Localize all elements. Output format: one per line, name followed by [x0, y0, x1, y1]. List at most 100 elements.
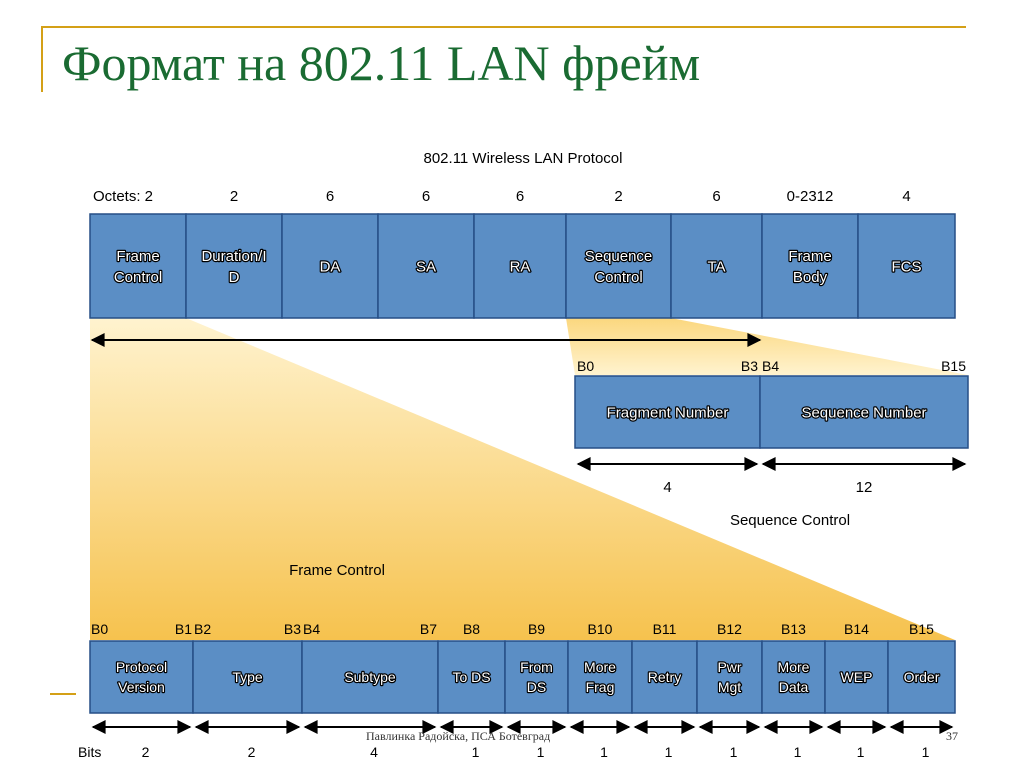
- fc-bit-label: B11: [653, 621, 677, 637]
- fc-field-6: [631, 640, 698, 714]
- frame-control-expansion-fan: [90, 318, 955, 640]
- main-field-label: RA: [510, 258, 531, 275]
- accent-line-vertical: [41, 26, 43, 92]
- octet-size-label: 6: [516, 188, 524, 205]
- fc-size: 1: [537, 744, 545, 760]
- fc-field-8: [761, 640, 826, 714]
- fc-bit-label: B8: [463, 621, 480, 637]
- fc-bit-right: B7: [420, 621, 437, 637]
- seq-bit-left: B4: [762, 358, 779, 374]
- main-field-4: [473, 213, 567, 319]
- main-field-label: SA: [416, 258, 436, 275]
- seq-field-label: Sequence Number: [801, 404, 926, 421]
- fc-size: 1: [730, 744, 738, 760]
- fc-bit-label: B15: [909, 621, 934, 637]
- sequence-control-expansion-fan: [566, 318, 968, 375]
- seq-bit-right: B3: [741, 358, 758, 374]
- main-field-label: Body: [793, 269, 828, 286]
- fc-field-label: DS: [527, 679, 546, 695]
- fc-field-label: More: [584, 659, 616, 675]
- accent-line-footer: [50, 693, 76, 695]
- seq-field-1: [759, 375, 969, 449]
- main-field-label: Control: [114, 269, 162, 286]
- fc-field-label: Order: [904, 669, 940, 685]
- main-field-label: Frame: [788, 248, 831, 265]
- fc-field-label: Version: [118, 679, 165, 695]
- octet-size-label: 6: [326, 188, 334, 205]
- main-field-5: [565, 213, 672, 319]
- octet-size-label: 0-2312: [787, 188, 834, 205]
- fc-size: 1: [665, 744, 673, 760]
- main-field-8: [857, 213, 956, 319]
- fc-bit-left: B0: [91, 621, 108, 637]
- fc-bit-label: B13: [781, 621, 806, 637]
- octet-size-label: 6: [422, 188, 430, 205]
- accent-line-horizontal: [41, 26, 966, 28]
- fc-field-10: [887, 640, 956, 714]
- main-field-label: Sequence: [585, 248, 653, 265]
- slide-footer: Павлинка Радойска, ПСА Ботевград: [366, 729, 551, 743]
- fc-bit-left: B2: [194, 621, 211, 637]
- seq-caption: Sequence Control: [730, 512, 850, 529]
- fc-field-label: Retry: [648, 669, 681, 685]
- fc-field-label: Data: [779, 679, 809, 695]
- octet-size-label: 6: [712, 188, 720, 205]
- main-field-label: Frame: [116, 248, 159, 265]
- fc-field-label: Subtype: [344, 669, 396, 685]
- main-field-7: [761, 213, 859, 319]
- main-field-label: Duration/I: [201, 248, 266, 265]
- main-field-3: [377, 213, 475, 319]
- page-number: 37: [946, 729, 958, 743]
- main-field-0: [89, 213, 187, 319]
- seq-field-label: Fragment Number: [607, 404, 729, 421]
- fc-field-9: [824, 640, 889, 714]
- fc-size: 2: [142, 744, 150, 760]
- octet-size-label: Octets: 2: [93, 188, 153, 205]
- fc-field-label: Frag: [586, 679, 615, 695]
- fc-bit-label: B9: [528, 621, 545, 637]
- seq-bit-left: B0: [577, 358, 594, 374]
- fc-field-4: [504, 640, 569, 714]
- fc-size: 1: [857, 744, 865, 760]
- fc-field-label: WEP: [841, 669, 873, 685]
- seq-size: 12: [856, 479, 873, 496]
- fc-field-5: [567, 640, 633, 714]
- main-field-1: [185, 213, 283, 319]
- octet-size-label: 2: [230, 188, 238, 205]
- slide-title: Формат на 802.11 LAN фрейм: [62, 35, 701, 91]
- fc-size: 4: [370, 744, 378, 760]
- seq-field-0: [574, 375, 761, 449]
- fc-bit-label: B12: [717, 621, 742, 637]
- fc-field-label: Type: [232, 669, 263, 685]
- main-field-label: D: [229, 269, 240, 286]
- seq-size: 4: [663, 479, 671, 496]
- fc-size: 1: [794, 744, 802, 760]
- fc-caption: Frame Control: [289, 562, 385, 579]
- fc-field-1: [192, 640, 303, 714]
- octet-size-label: 4: [902, 188, 910, 205]
- seq-bit-right: B15: [941, 358, 966, 374]
- fc-bit-right: B3: [284, 621, 301, 637]
- fc-field-label: Pwr: [717, 659, 741, 675]
- fc-field-label: Protocol: [116, 659, 167, 675]
- fc-field-label: To DS: [452, 669, 490, 685]
- fc-size: 1: [472, 744, 480, 760]
- octet-size-label: 2: [614, 188, 622, 205]
- fc-field-0: [89, 640, 194, 714]
- fc-field-3: [437, 640, 506, 714]
- fc-field-label: More: [778, 659, 810, 675]
- main-field-label: DA: [320, 258, 341, 275]
- main-field-label: FCS: [892, 258, 922, 275]
- fc-size: 2: [248, 744, 256, 760]
- fc-bit-label: B14: [844, 621, 869, 637]
- fc-bit-right: B1: [175, 621, 192, 637]
- fc-size: 1: [600, 744, 608, 760]
- main-field-label: TA: [707, 258, 725, 275]
- diagram-title: 802.11 Wireless LAN Protocol: [424, 150, 623, 167]
- fc-size: 1: [922, 744, 930, 760]
- fc-field-7: [696, 640, 763, 714]
- fc-field-label: From: [520, 659, 553, 675]
- fc-bit-left: B4: [303, 621, 320, 637]
